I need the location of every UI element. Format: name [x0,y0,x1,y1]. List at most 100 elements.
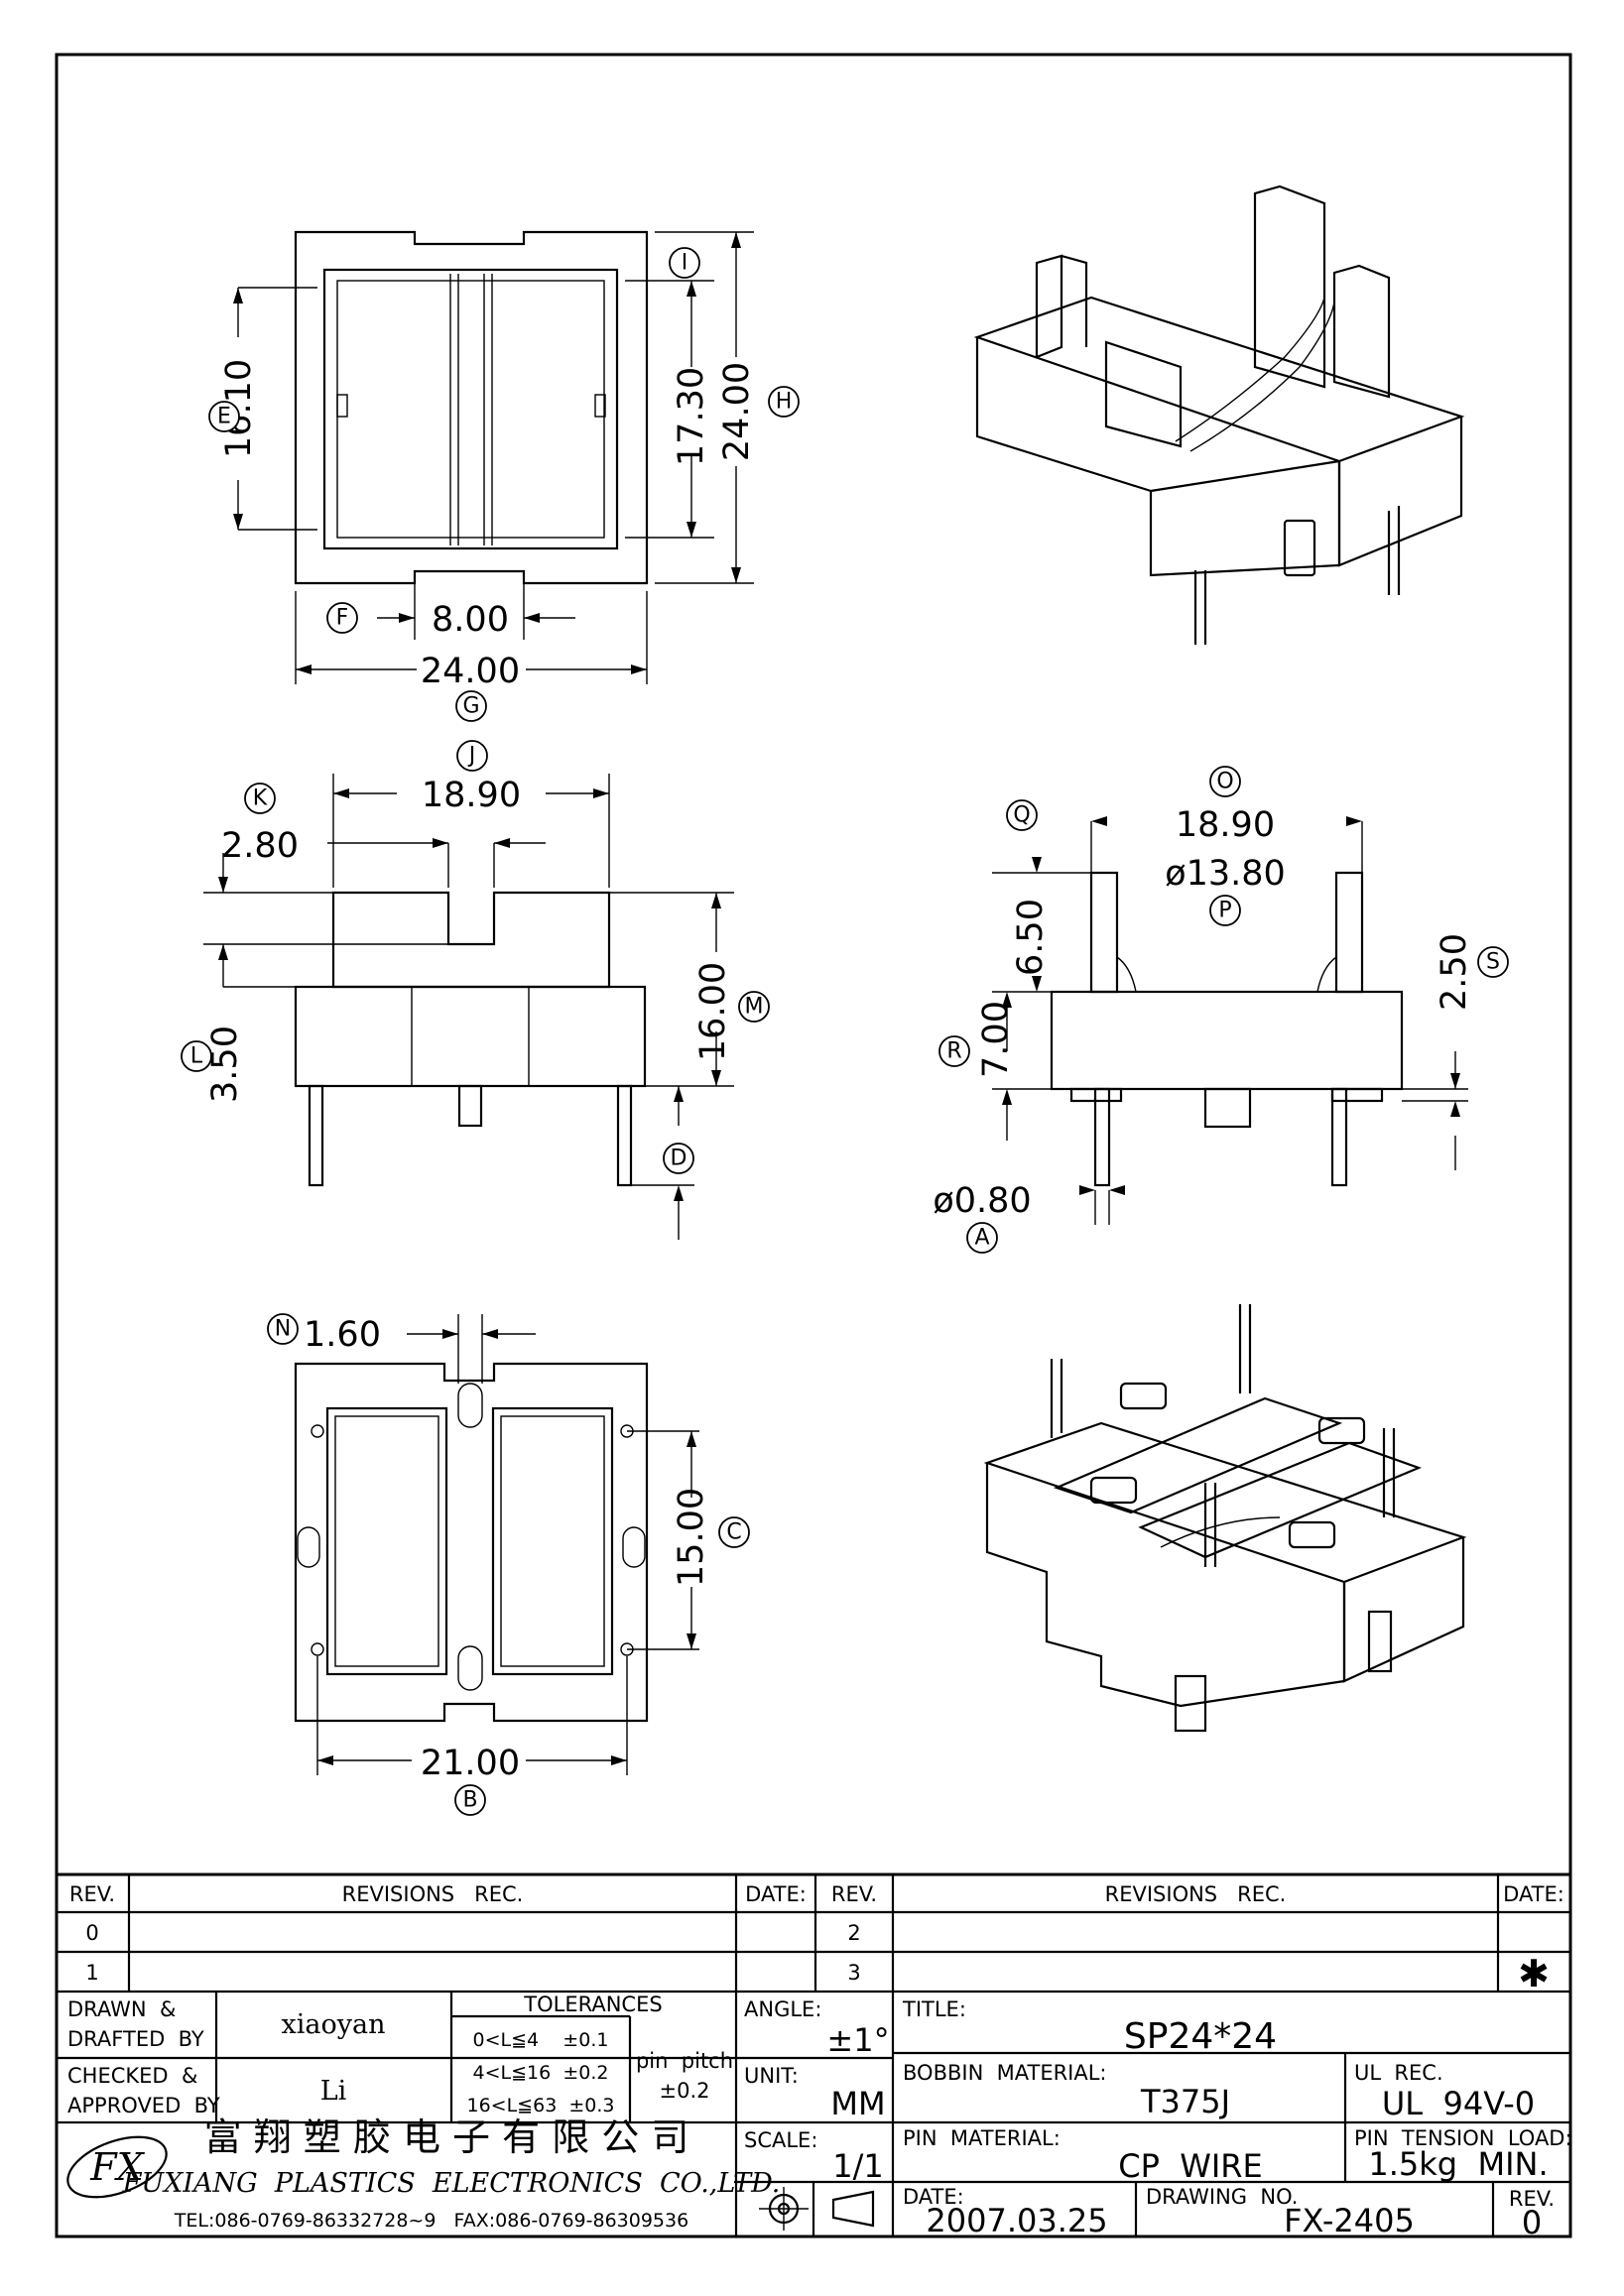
revisions-header-left: REVISIONS REC. [342,1882,524,1906]
dim-6-50: 6.50 [1011,899,1051,976]
callout-circle-g [455,690,487,722]
dim-18-90-front: 18.90 [422,776,521,815]
dim-1-60: 1.60 [304,1315,381,1355]
dim-3-50: 3.50 [205,1026,245,1103]
dim-7-00: 7.00 [976,1001,1016,1078]
dimension-arrowhead [524,613,540,623]
callout-circle-r [938,1035,970,1067]
tolerances-label: TOLERANCES [523,1993,662,2016]
dim-18-90-side: 18.90 [1176,805,1275,845]
title-value: SP24*24 [1124,2016,1277,2057]
callout-circle-i [669,247,700,279]
unit-value: MM [830,2085,885,2122]
date-label: DATE: [903,2185,964,2209]
dimension-arrowhead [711,1070,721,1086]
dim-2-50: 2.50 [1435,933,1474,1011]
rev-header-right: REV. [831,1882,877,1906]
callout-letter-b: B [462,1788,477,1813]
drawing-no-value: FX-2405 [1284,2202,1415,2239]
ul-rec-value: UL 94V-0 [1382,2085,1535,2122]
callout-circle-h [768,386,800,418]
dimension-arrowhead [442,1329,458,1339]
dimension-arrowhead [218,877,228,893]
pin-pitch-label: pin pitch [636,2049,733,2073]
callout-letter-n: N [275,1317,291,1342]
dim-24-00-width: 24.00 [421,652,520,691]
drawing-no-label: DRAWING NO. [1146,2185,1298,2209]
dimension-arrowhead [687,1633,696,1649]
company-contact: TEL:086-0769-86332728~9 FAX:086-0769-863… [174,2210,688,2232]
front-view [203,774,734,1240]
pin-material-label: PIN MATERIAL: [903,2126,1061,2150]
company-name-english: FUXIANG PLASTICS ELECTRONICS CO.,LTD. [122,2168,781,2199]
approved-by-value: Li [320,2076,347,2107]
callout-letter-s: S [1486,950,1500,975]
ul-rec-label: UL REC. [1354,2061,1443,2085]
current-revision-asterisk: ✱ [1518,1952,1550,1995]
callout-circle-b [454,1784,486,1816]
bobbin-material-value: T375J [1140,2083,1230,2120]
dimension-arrowhead [1450,1073,1460,1089]
callout-circle-s [1477,946,1509,978]
projection-symbol-icon [759,2187,875,2231]
callout-circle-j [456,740,488,772]
callout-letter-l: L [190,1044,203,1069]
company-logo-icon: FX [66,2135,168,2199]
dimension-arrowhead [711,893,721,908]
dimension-arrowhead [1346,816,1362,826]
callout-circle-k [244,783,276,814]
pin-tension-value: 1.5kg MIN. [1368,2145,1548,2183]
dimension-arrowhead [1450,1101,1460,1117]
dimension-arrowhead [1091,816,1107,826]
dimension-arrowhead [687,522,696,538]
callout-circle-m [738,991,770,1023]
bobbin-material-label: BOBBIN MATERIAL: [903,2061,1107,2085]
callout-circle-a [966,1222,998,1254]
callout-letter-m: M [745,995,764,1020]
tolerance-row-3: 16<L≦63 ±0.3 [467,2095,615,2116]
callout-circle-o [1209,766,1241,797]
callout-circle-q [1006,799,1038,831]
date-header-right: DATE: [1503,1882,1564,1906]
dimension-arrowhead [593,788,609,798]
angle-label: ANGLE: [744,1997,821,2021]
date-value: 2007.03.25 [926,2202,1107,2239]
side-view [992,821,1468,1225]
pin-pitch-value: ±0.2 [660,2079,710,2103]
callout-circle-d [663,1143,694,1174]
unit-label: UNIT: [744,2064,799,2088]
dim-16-00: 16.00 [693,962,733,1061]
dimension-arrowhead [482,1329,498,1339]
scale-label: SCALE: [744,2128,817,2152]
callout-circle-e [208,401,240,432]
dimension-arrowhead [296,665,312,674]
callout-letter-c: C [726,1520,741,1545]
callout-letter-g: G [462,694,479,719]
tolerance-row-2: 4<L≦16 ±0.2 [473,2062,609,2084]
callout-letter-e: E [217,405,231,429]
dimension-arrowhead [687,1431,696,1447]
dim-15-00: 15.00 [672,1488,711,1587]
dimension-arrowhead [218,944,228,960]
dimension-arrowhead [1032,857,1042,873]
dimension-arrowhead [631,665,647,674]
dimension-arrowhead [611,1755,627,1765]
dimension-arrowhead [1079,1185,1095,1195]
callout-letter-k: K [253,786,268,811]
dim-21-00: 21.00 [421,1744,520,1783]
svg-text:FX: FX [89,2145,145,2189]
callout-circle-n [267,1313,299,1345]
dimension-arrowhead [333,788,349,798]
drawn-label-line2: DRAFTED BY [67,2027,204,2051]
isometric-top-view [973,184,1465,645]
callout-letter-f: F [336,606,349,631]
rev-row-2: 2 [847,1921,860,1945]
callout-circle-f [326,602,358,634]
callout-letter-r: R [946,1039,961,1064]
rev-row-0: 0 [85,1921,98,1945]
company-name-chinese: 富 翔 塑 胶 电 子 有 限 公 司 [204,2115,689,2159]
callout-letter-i: I [682,251,688,276]
dimension-arrowhead [233,288,243,303]
drawn-label-line1: DRAWN & [67,1997,176,2021]
